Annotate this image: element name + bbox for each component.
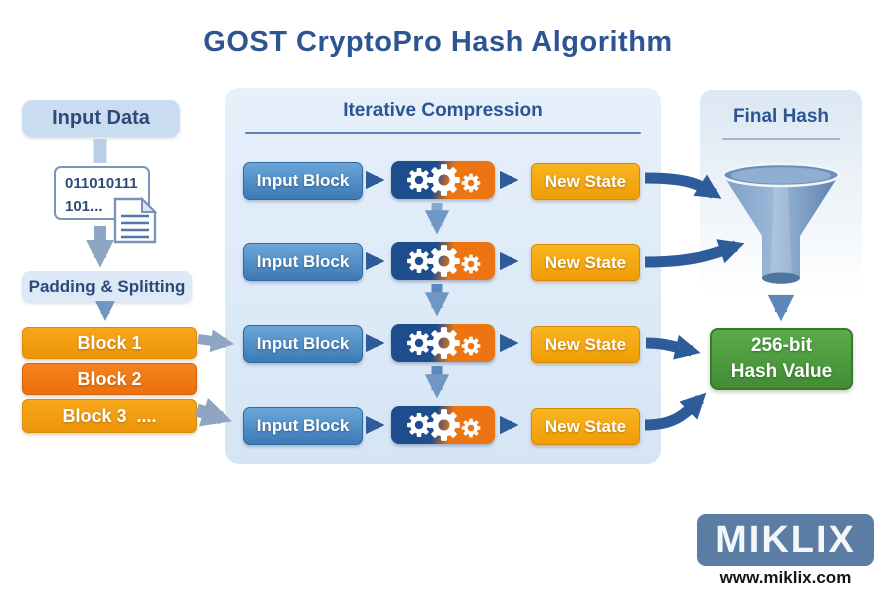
document-icon bbox=[113, 196, 158, 244]
arrow-block3-to-row4 bbox=[195, 397, 232, 427]
compression-function-row4 bbox=[391, 406, 495, 444]
page-title: GOST CryptoPro Hash Algorithm bbox=[203, 26, 673, 58]
compression-function-row1 bbox=[391, 161, 495, 199]
input-block-row4: Input Block bbox=[243, 407, 363, 445]
binary-line-2: 101... bbox=[65, 197, 103, 215]
padding-splitting-label: Padding & Splitting bbox=[22, 271, 192, 302]
compression-header: Iterative Compression bbox=[343, 100, 543, 121]
gears-icon bbox=[391, 242, 483, 280]
final-hash-header: Final Hash bbox=[732, 106, 830, 127]
input-data-header: Input Data bbox=[22, 100, 180, 137]
block-1: Block 1 bbox=[22, 327, 197, 359]
miklix-logo: MIKLIX bbox=[697, 514, 874, 566]
input-block-row3: Input Block bbox=[243, 325, 363, 363]
block-3: Block 3 .... bbox=[22, 399, 197, 433]
final-hash-underline bbox=[722, 138, 840, 140]
iterative-compression-panel: Iterative Compression Input Block New St… bbox=[225, 88, 661, 464]
binary-line-1: 011010111 bbox=[65, 175, 138, 192]
binary-data-box: 011010111 101... bbox=[54, 166, 150, 220]
block-2: Block 2 bbox=[22, 363, 197, 395]
new-state-row1: New State bbox=[531, 163, 640, 200]
miklix-url: www.miklix.com bbox=[719, 568, 852, 587]
gears-icon bbox=[391, 324, 483, 362]
gears-icon bbox=[391, 406, 483, 444]
arrow-block1-to-row3 bbox=[197, 329, 234, 353]
input-block-row2: Input Block bbox=[243, 243, 363, 281]
compression-header-underline bbox=[245, 132, 641, 134]
compression-function-row2 bbox=[391, 242, 495, 280]
compression-function-row3 bbox=[391, 324, 495, 362]
hash-value-line-1: 256-bit bbox=[750, 335, 813, 357]
hash-value-line-2: Hash Value bbox=[730, 361, 833, 382]
new-state-row3: New State bbox=[531, 326, 640, 363]
new-state-row4: New State bbox=[531, 408, 640, 445]
gears-icon bbox=[391, 161, 483, 199]
funnel-icon bbox=[721, 162, 841, 284]
new-state-row2: New State bbox=[531, 244, 640, 281]
hash-value-box: 256-bit Hash Value bbox=[710, 328, 853, 390]
input-block-row1: Input Block bbox=[243, 162, 363, 200]
